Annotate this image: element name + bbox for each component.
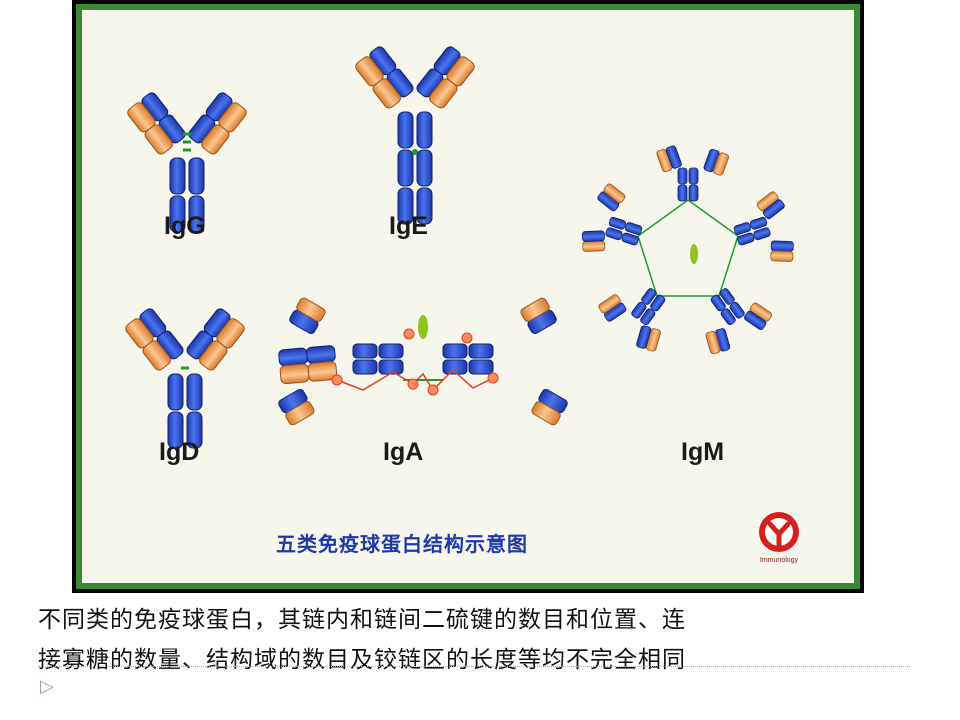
antibody-structures-diagram [88,20,803,490]
iga-structure [277,297,568,426]
igm-label: IgM [681,438,725,466]
logo-text: Immunology [760,557,799,564]
igg-structure [126,91,248,232]
ige-label: IgE [389,212,428,240]
igm-structure [576,144,803,364]
igg-label: IgG [164,212,206,240]
description-line-1: 不同类的免疫球蛋白，其链内和链间二硫键的数目和位置、连 [38,607,686,633]
description-text: 不同类的免疫球蛋白，其链内和链间二硫键的数目和位置、连 接寡糖的数量、结构域的数… [38,600,918,680]
igd-structure [124,307,246,448]
dotted-divider [38,666,910,667]
iga-label: IgA [383,438,424,466]
ige-structure [354,45,476,225]
immunology-logo: Immunology [759,512,799,564]
description-line-2: 接寡糖的数量、结构域的数目及铰链区的长度等均不完全相同 [38,647,686,673]
igd-label: IgD [159,438,200,466]
figure-caption: 五类免疫球蛋白结构示意图 [276,532,528,556]
triangle-bullet-icon: ▷ [40,676,54,697]
